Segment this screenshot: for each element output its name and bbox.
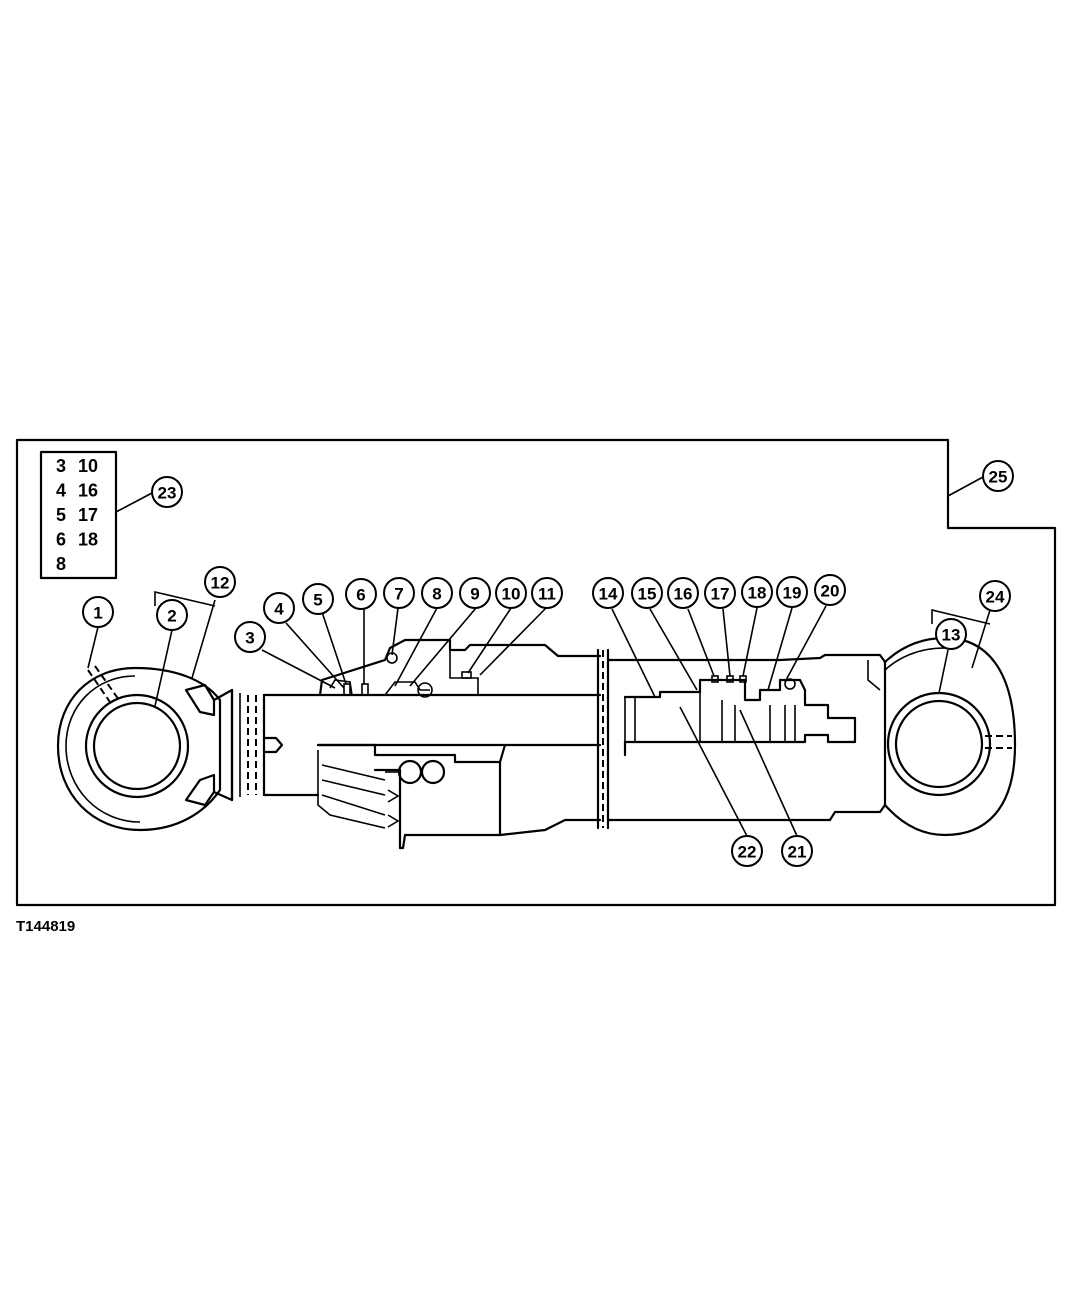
- head-eye: [867, 636, 1017, 837]
- callout-number: 3: [245, 629, 254, 648]
- callout-number: 16: [674, 585, 693, 604]
- callout-circle: [935, 618, 967, 650]
- rod-guide: [316, 638, 602, 850]
- callout-19: 19: [776, 576, 808, 608]
- callout-number: 4: [274, 600, 284, 619]
- callout-circle: [156, 599, 188, 631]
- callout-21: 21: [781, 835, 813, 867]
- rod-eye: [56, 665, 284, 832]
- callout-number: 1: [93, 604, 102, 623]
- callout-number: 20: [821, 582, 840, 601]
- reference-table: 3 10 4 16 5 17 6 18 8: [56, 456, 98, 574]
- piston-rod: [262, 693, 602, 797]
- callout-circle: [631, 577, 663, 609]
- piston-assembly: [623, 675, 857, 757]
- callout-number: 14: [599, 585, 618, 604]
- callout-number: 8: [432, 585, 441, 604]
- reference-table-cell: 3: [56, 456, 66, 476]
- reference-table-cell: 17: [78, 505, 98, 525]
- callout-25: 25: [982, 460, 1014, 492]
- callout-number: 6: [356, 586, 365, 605]
- callout-7: 7: [383, 577, 415, 609]
- bracket-12: [154, 590, 216, 607]
- callout-23: 23: [151, 476, 183, 508]
- callout-circle: [234, 621, 266, 653]
- callout-number: 11: [538, 585, 556, 604]
- callout-circle: [263, 592, 295, 624]
- callout-circle: [667, 577, 699, 609]
- reference-table-box: [39, 450, 118, 580]
- reference-table-cell: 4: [56, 481, 66, 501]
- callout-18: 18: [741, 576, 773, 608]
- callout-circle: [979, 580, 1011, 612]
- callout-3: 3: [234, 621, 266, 653]
- reference-table-cell: 5: [56, 505, 66, 525]
- callout-number: 19: [783, 584, 802, 603]
- callout-number: 24: [986, 588, 1005, 607]
- figure-id: T144819: [16, 918, 76, 935]
- callout-circle: [421, 577, 453, 609]
- callout-number: 12: [211, 574, 230, 593]
- callout-number: 7: [394, 585, 403, 604]
- callout-circle: [82, 596, 114, 628]
- callout-circle: [204, 566, 236, 598]
- callout-circle: [704, 577, 736, 609]
- callout-1: 1: [82, 596, 114, 628]
- callout-circle: [814, 574, 846, 606]
- outer-frame: [15, 438, 1057, 907]
- callout-number: 17: [711, 585, 730, 604]
- callout-circle: [982, 460, 1014, 492]
- reference-table-cell: 16: [78, 481, 98, 501]
- callout-24: 24: [979, 580, 1011, 612]
- reference-table-cell: 10: [78, 456, 98, 476]
- callout-2: 2: [156, 599, 188, 631]
- callout-16: 16: [667, 577, 699, 609]
- callout-13: 13: [935, 618, 967, 650]
- callout-circle: [151, 476, 183, 508]
- callout-circle: [592, 577, 624, 609]
- callout-number: 2: [167, 607, 176, 626]
- callout-number: 22: [738, 843, 757, 862]
- callout-number: 10: [502, 585, 521, 604]
- callout-number: 13: [942, 626, 961, 645]
- cylinder-barrel: [596, 648, 887, 830]
- callout-10: 10: [495, 577, 527, 609]
- callout-14: 14: [592, 577, 624, 609]
- callout-5: 5: [302, 583, 334, 615]
- callout-6: 6: [345, 578, 377, 610]
- callout-number: 23: [158, 484, 177, 503]
- callout-circle: [531, 577, 563, 609]
- callout-4: 4: [263, 592, 295, 624]
- callout-number: 9: [470, 585, 479, 604]
- callout-15: 15: [631, 577, 663, 609]
- bracket-24: [931, 608, 991, 625]
- callout-circle: [495, 577, 527, 609]
- callout-11: 11: [531, 577, 563, 609]
- callout-circle: [781, 835, 813, 867]
- callout-number: 21: [788, 843, 807, 862]
- reference-table-cell: 18: [78, 530, 98, 550]
- callout-number: 25: [989, 468, 1008, 487]
- callout-17: 17: [704, 577, 736, 609]
- callout-number: 18: [748, 584, 767, 603]
- reference-table-cell: 6: [56, 530, 66, 550]
- leader-lines: [87, 476, 991, 837]
- reference-table-cell: 8: [56, 554, 66, 574]
- callout-number: 15: [638, 585, 657, 604]
- callout-12: 12: [204, 566, 236, 598]
- callout-8: 8: [421, 577, 453, 609]
- callout-circle: [776, 576, 808, 608]
- callout-9: 9: [459, 577, 491, 609]
- callout-circle: [731, 835, 763, 867]
- callout-20: 20: [814, 574, 846, 606]
- callout-number: 5: [313, 591, 322, 610]
- callout-circle: [302, 583, 334, 615]
- callout-circle: [459, 577, 491, 609]
- callout-circle: [741, 576, 773, 608]
- callout-circle: [345, 578, 377, 610]
- callout-22: 22: [731, 835, 763, 867]
- callout-circle: [383, 577, 415, 609]
